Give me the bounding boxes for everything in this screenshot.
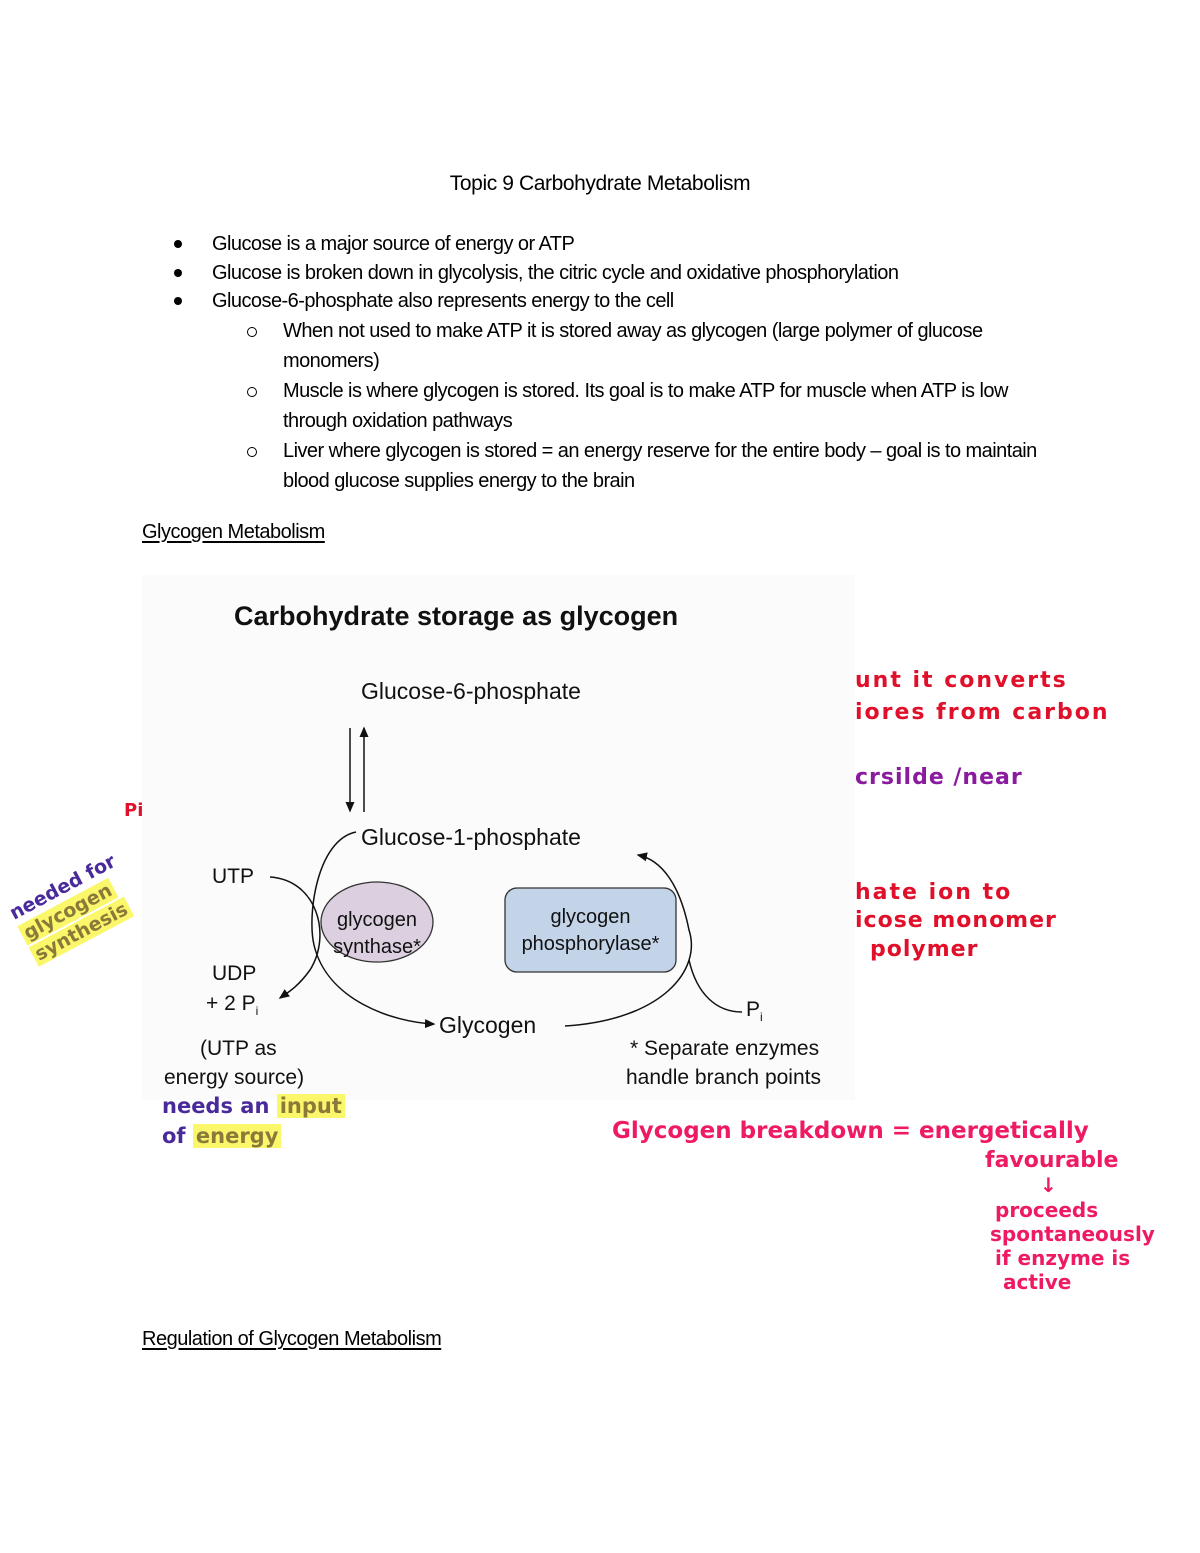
- bullet-list: Glucose is a major source of energy or A…: [170, 230, 1070, 496]
- bullet-icon: [174, 297, 182, 305]
- phosphorylase-label-line2: phosphorylase*: [521, 933, 660, 955]
- arrow-down-icon: ↓: [1040, 1173, 1057, 1197]
- annotation-pink-2: favourable: [985, 1148, 1119, 1173]
- sub-bullet-item: Liver where glycogen is stored = an ener…: [247, 436, 1073, 496]
- udp-label: UDP: [212, 962, 257, 985]
- glycogen-label: Glycogen: [439, 1012, 537, 1038]
- phosphorylase-label-line1: glycogen: [550, 906, 631, 928]
- utp-note-line1: (UTP as: [200, 1037, 277, 1060]
- annotation-purple: crsilde /near: [855, 765, 1023, 790]
- annotation-red-5: polymer: [870, 937, 979, 962]
- footnote-line1: * Separate enzymes: [630, 1037, 820, 1060]
- page-title: Topic 9 Carbohydrate Metabolism: [449, 172, 751, 195]
- udp-pi-label: + 2 Pi: [206, 992, 259, 1019]
- annotation-pink-1: Glycogen breakdown = energetically: [612, 1118, 1089, 1144]
- annotation-red-4: icose monomer: [855, 908, 1057, 933]
- pi-label: Pi: [746, 998, 763, 1025]
- annotation-below-1: needs an input: [162, 1094, 345, 1118]
- annotation-red-2: iores from carbon: [855, 700, 1110, 725]
- bullet-item: Glucose is broken down in glycolysis, th…: [170, 259, 1070, 288]
- hollow-bullet-icon: [247, 386, 257, 397]
- annotation-pink-5: if enzyme is: [995, 1246, 1131, 1270]
- annotation-pink-3: proceeds: [995, 1198, 1099, 1222]
- bullet-item: Glucose is a major source of energy or A…: [170, 230, 1070, 259]
- hollow-bullet-icon: [247, 326, 257, 337]
- glucose-6-phosphate-label: Glucose-6-phosphate: [361, 678, 581, 704]
- bullet-icon: [174, 240, 182, 248]
- hollow-bullet-icon: [247, 446, 257, 457]
- annotation-red-3: hate ion to: [855, 880, 1013, 905]
- section-heading-glycogen-metabolism: Glycogen Metabolism: [142, 521, 325, 543]
- glycogen-diagram: Carbohydrate storage as glycogen Glucose…: [142, 575, 855, 1100]
- bullet-item: Glucose-6-phosphate also represents ener…: [170, 287, 1070, 496]
- annotation-below-2: of energy: [162, 1124, 282, 1148]
- annotation-left-block: needed for glycogen synthesis: [6, 850, 142, 967]
- sub-bullet-list: When not used to make ATP it is stored a…: [212, 316, 1070, 496]
- sub-bullet-item: When not used to make ATP it is stored a…: [247, 316, 1073, 376]
- diagram-title: Carbohydrate storage as glycogen: [234, 601, 679, 631]
- glucose-1-phosphate-label: Glucose-1-phosphate: [361, 824, 581, 850]
- annotation-red-1: unt it converts: [855, 668, 1068, 693]
- sub-bullet-item: Muscle is where glycogen is stored. Its …: [247, 376, 1073, 436]
- utp-label: UTP: [212, 865, 254, 888]
- diagram-arrows: [269, 726, 743, 1029]
- synthase-label-line2: synthase*: [333, 936, 421, 958]
- annotation-pink-6: active: [1003, 1270, 1072, 1294]
- footnote-line2: handle branch points: [626, 1066, 821, 1089]
- bullet-icon: [174, 268, 182, 277]
- section-heading-regulation: Regulation of Glycogen Metabolism: [142, 1328, 442, 1350]
- annotation-left-pi: Pi: [124, 800, 144, 821]
- synthase-label-line1: glycogen: [336, 909, 418, 931]
- annotation-pink-4: spontaneously: [990, 1222, 1155, 1246]
- utp-note-line2: energy source): [164, 1066, 305, 1089]
